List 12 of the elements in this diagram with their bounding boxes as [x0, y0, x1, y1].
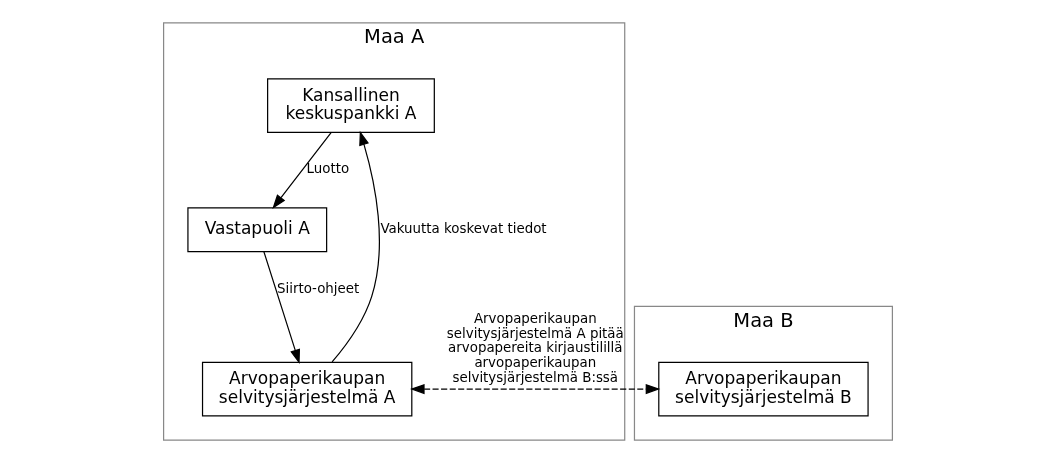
edge-label: Siirto-ohjeet	[277, 280, 360, 296]
arrow	[272, 132, 332, 209]
arrow	[331, 130, 380, 363]
node-box: Arvopaperikaupan selvitysjärjestelmä B	[658, 361, 869, 417]
node-box: Kansallinen keskuspankki A	[267, 78, 435, 133]
node-box: Arvopaperikaupan selvitysjärjestelmä A	[201, 361, 413, 417]
node-box: Vastapuoli A	[187, 207, 328, 253]
edge-label: Vakuutta koskevat tiedot	[380, 221, 547, 237]
arrow	[410, 383, 661, 395]
edge-label: Arvopaperikaupan selvitysjärjestelmä A pitää arvopapereita kirjaustilillä arvopaperikaupan selvitysjärjestelmä B:ssä	[446, 311, 624, 385]
edge-label: Luotto	[306, 161, 350, 177]
arrow	[263, 251, 301, 364]
